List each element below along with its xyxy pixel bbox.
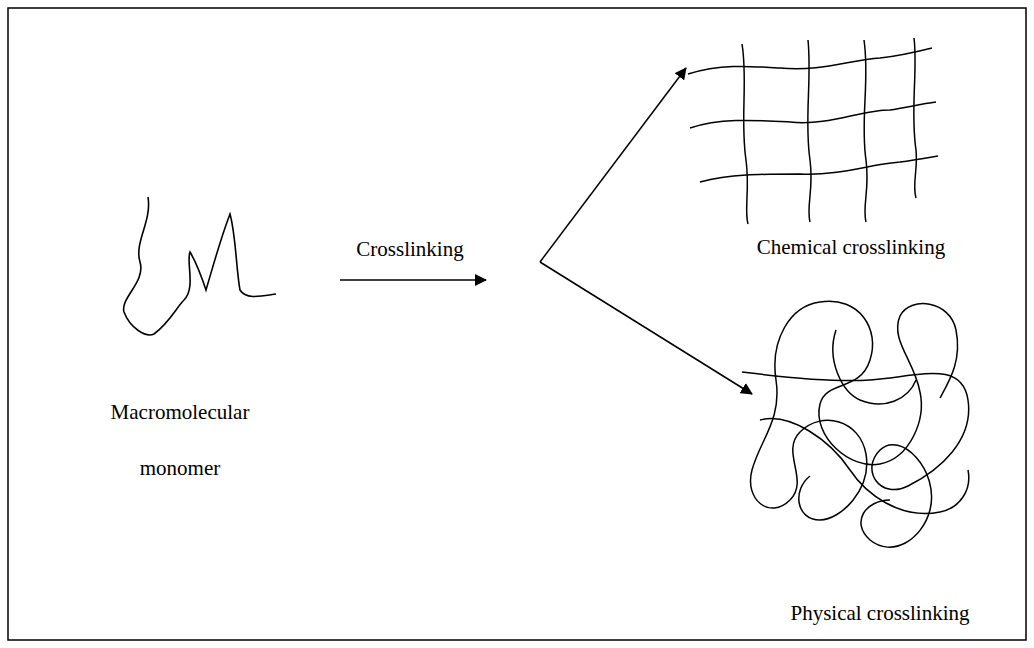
branch-arrow bbox=[540, 262, 752, 394]
branch-arrow bbox=[540, 68, 686, 262]
network-caption: Physical crosslinking bbox=[760, 600, 1000, 626]
arrow-label: Crosslinking bbox=[335, 236, 485, 262]
monomer-caption: Macromolecular monomer bbox=[100, 384, 260, 496]
crosslinked-network bbox=[688, 38, 938, 224]
crosslinking-arrow bbox=[340, 279, 486, 281]
outer-frame bbox=[8, 8, 1026, 640]
entangled-network bbox=[742, 301, 969, 547]
monomer-chain bbox=[124, 197, 276, 335]
network-caption: Chemical crosslinking bbox=[726, 234, 976, 260]
